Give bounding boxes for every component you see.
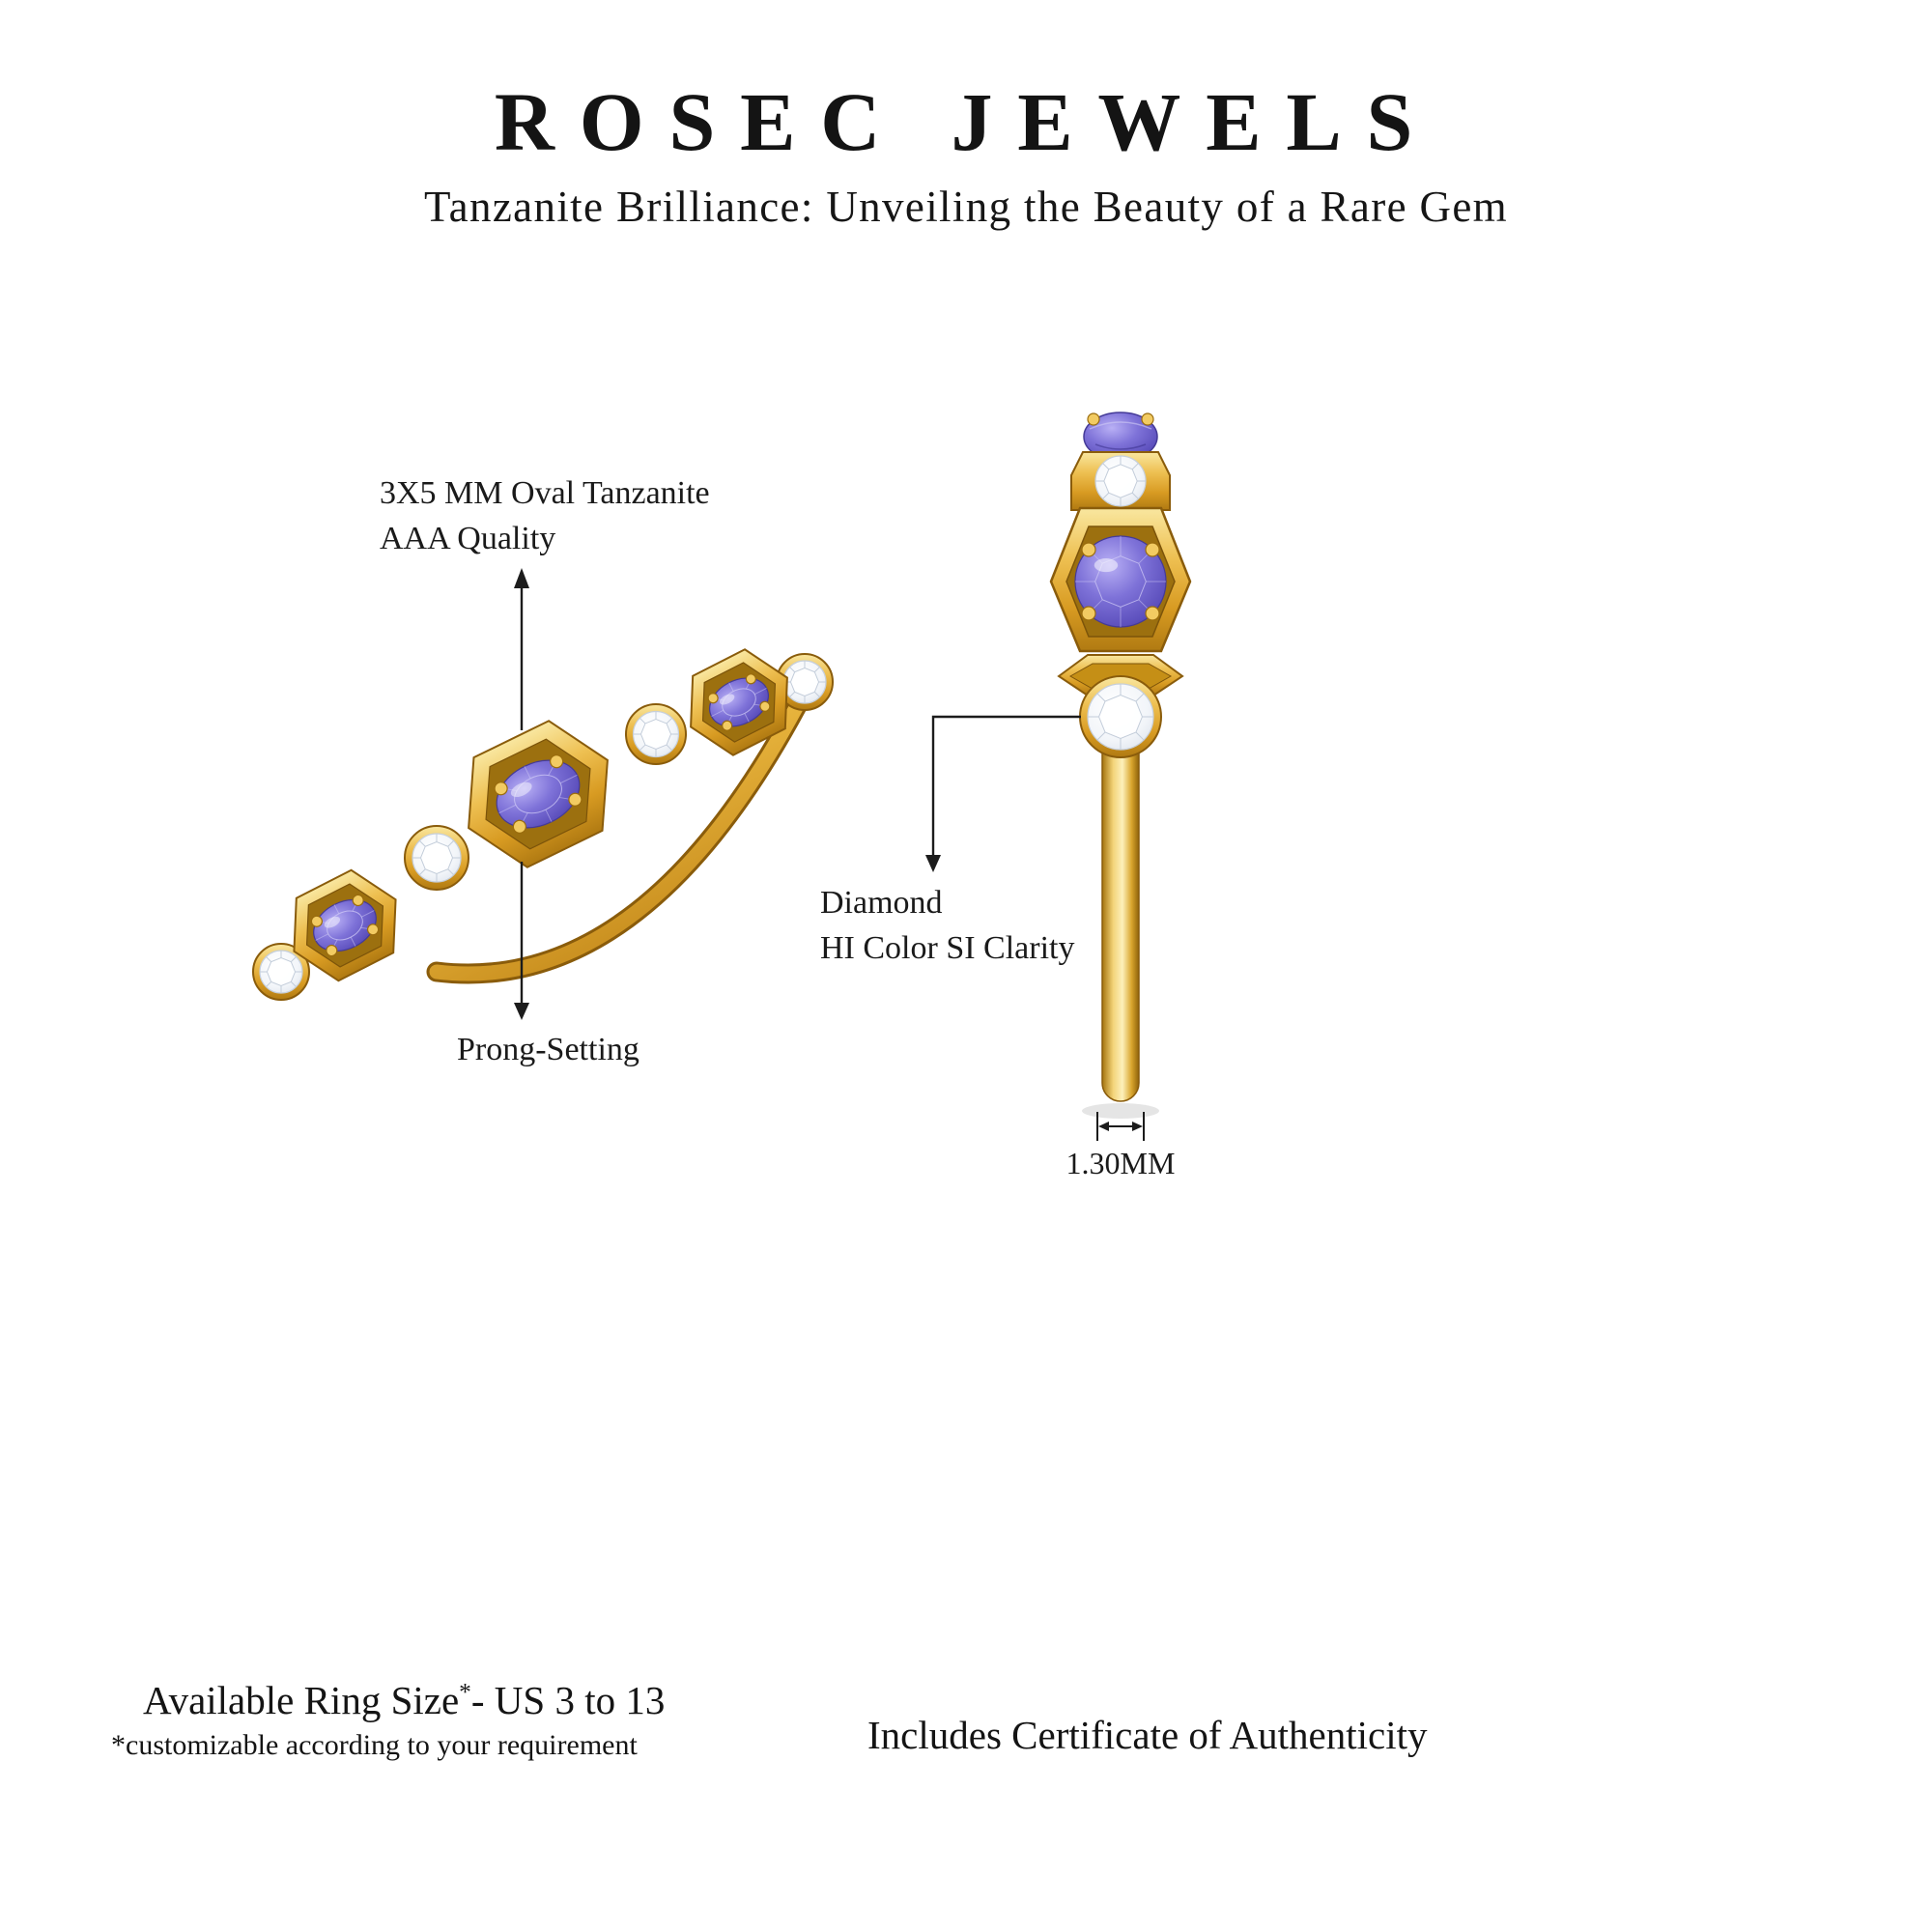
tanzanite-leader-line [514, 568, 529, 730]
diamond-annotation-line2: HI Color SI Clarity [820, 929, 1075, 966]
annotation-lines [514, 568, 1145, 1141]
band-width-label: 1.30MM [1065, 1146, 1176, 1180]
diamond-annotation: Diamond HI Color SI Clarity [820, 881, 1074, 972]
customizable-note: *customizable according to your requirem… [111, 1729, 638, 1761]
brand-title: ROSEC JEWELS [494, 75, 1438, 168]
tagline: Tanzanite Brilliance: Unveiling the Beau… [423, 183, 1509, 231]
arrow-left-icon [1098, 1122, 1109, 1131]
ring-top-view-image [252, 639, 834, 1001]
ring-size-text: Available Ring Size*- US 3 to 13 [143, 1677, 665, 1723]
ring-shadow [1082, 1103, 1159, 1119]
ring-shank [1101, 731, 1140, 1102]
tanzanite-stone [1083, 412, 1158, 462]
ring-band-highlight [429, 670, 819, 981]
band-width-measure [1096, 1112, 1145, 1141]
prong-annotation-label: Prong-Setting [457, 1032, 639, 1067]
ring-size-label: Available Ring Size [143, 1678, 460, 1722]
certificate-text: Includes Certificate of Authenticity [867, 1713, 1428, 1757]
diamond-stone [404, 825, 469, 891]
arrow-right-icon [1132, 1122, 1143, 1131]
arrow-down-icon [514, 1003, 529, 1020]
diamond-leader-line [925, 715, 1081, 872]
tanzanite-annotation-line2: AAA Quality [380, 520, 556, 556]
arrow-up-icon [514, 568, 529, 588]
diamond-stone [625, 703, 687, 765]
tanzanite-annotation: 3X5 MM Oval Tanzanite AAA Quality [380, 471, 710, 562]
prong-annotation: Prong-Setting [457, 1028, 639, 1073]
hexagon-setting [670, 639, 808, 767]
ring-side-view-image [1049, 412, 1192, 1119]
ring-size-asterisk: * [459, 1678, 471, 1706]
diamond-stone [252, 943, 310, 1001]
ring-size-value: - US 3 to 13 [470, 1678, 666, 1722]
tanzanite-annotation-line1: 3X5 MM Oval Tanzanite [380, 475, 710, 511]
diamond-stone [1079, 675, 1162, 758]
arrow-down-icon [925, 855, 941, 872]
prong-leader-line [514, 862, 529, 1020]
diamond-annotation-line1: Diamond [820, 885, 943, 921]
diamond-stone [1094, 454, 1148, 508]
hexagon-setting-center [441, 705, 634, 883]
